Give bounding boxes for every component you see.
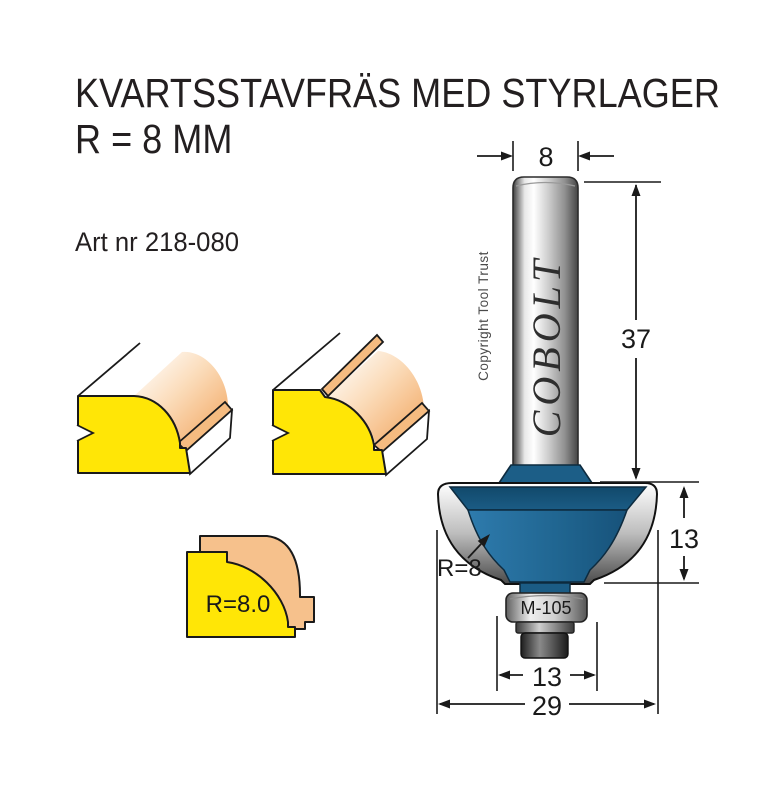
router-bit-diagram: M-105 8 37 (436, 141, 699, 721)
page-title-line2: R = 8 MM (75, 116, 233, 162)
page-title-line1: KVARTSSTAVFRÄS MED STYRLAGER (75, 70, 720, 116)
profile-radius-label: R=8.0 (206, 591, 271, 618)
break-mark (76, 424, 96, 442)
cutter-body (466, 509, 629, 583)
dim-shank-diameter-label: 8 (538, 142, 553, 172)
bearing-label: M-105 (520, 598, 571, 618)
bit-collar (497, 464, 594, 484)
break-mark (271, 424, 291, 442)
wood-profile-example-1 (76, 342, 234, 476)
board-cross-section (77, 395, 191, 474)
dim-shank-length-label: 37 (621, 324, 651, 354)
dim-shank-diameter: 8 (477, 141, 614, 172)
arbor-nut (520, 632, 569, 659)
copyright-text: Copyright Tool Trust (476, 251, 491, 381)
dim-cutter-height: 13 (604, 486, 699, 584)
dim-shank-length: 37 (584, 181, 699, 483)
board-top-edge-line (272, 332, 341, 391)
dim-bearing-diameter: 13 (496, 616, 598, 692)
radius-callout-label: R=8 (437, 555, 482, 582)
bit-shank (512, 176, 579, 473)
guide-bearing: M-105 (505, 592, 588, 623)
cutter-top-band (448, 486, 648, 511)
profile-radius-detail: R=8.0 (186, 535, 315, 638)
board-top-edge-line (77, 342, 141, 397)
dim-cutter-height-label: 13 (669, 524, 699, 554)
page-title: KVARTSSTAVFRÄS MED STYRLAGER R = 8 MM (75, 70, 720, 162)
bearing-rim (509, 594, 584, 600)
shank-top-rim (515, 181, 576, 187)
cutter-head (436, 482, 659, 596)
article-number: Art nr 218-080 (75, 227, 239, 257)
washer (515, 621, 575, 634)
finished-profile-cross-section (186, 551, 296, 638)
dim-cutting-diameter: 29 (436, 530, 659, 721)
board-cross-section (272, 389, 387, 475)
dim-bearing-diameter-label: 13 (532, 662, 562, 692)
brand-text: COBOLT (524, 254, 569, 438)
wood-profile-example-2 (271, 332, 431, 477)
top-fillet-strip (320, 333, 385, 398)
dim-cutting-diameter-label: 29 (532, 691, 562, 721)
radius-callout: R=8 (437, 534, 490, 582)
